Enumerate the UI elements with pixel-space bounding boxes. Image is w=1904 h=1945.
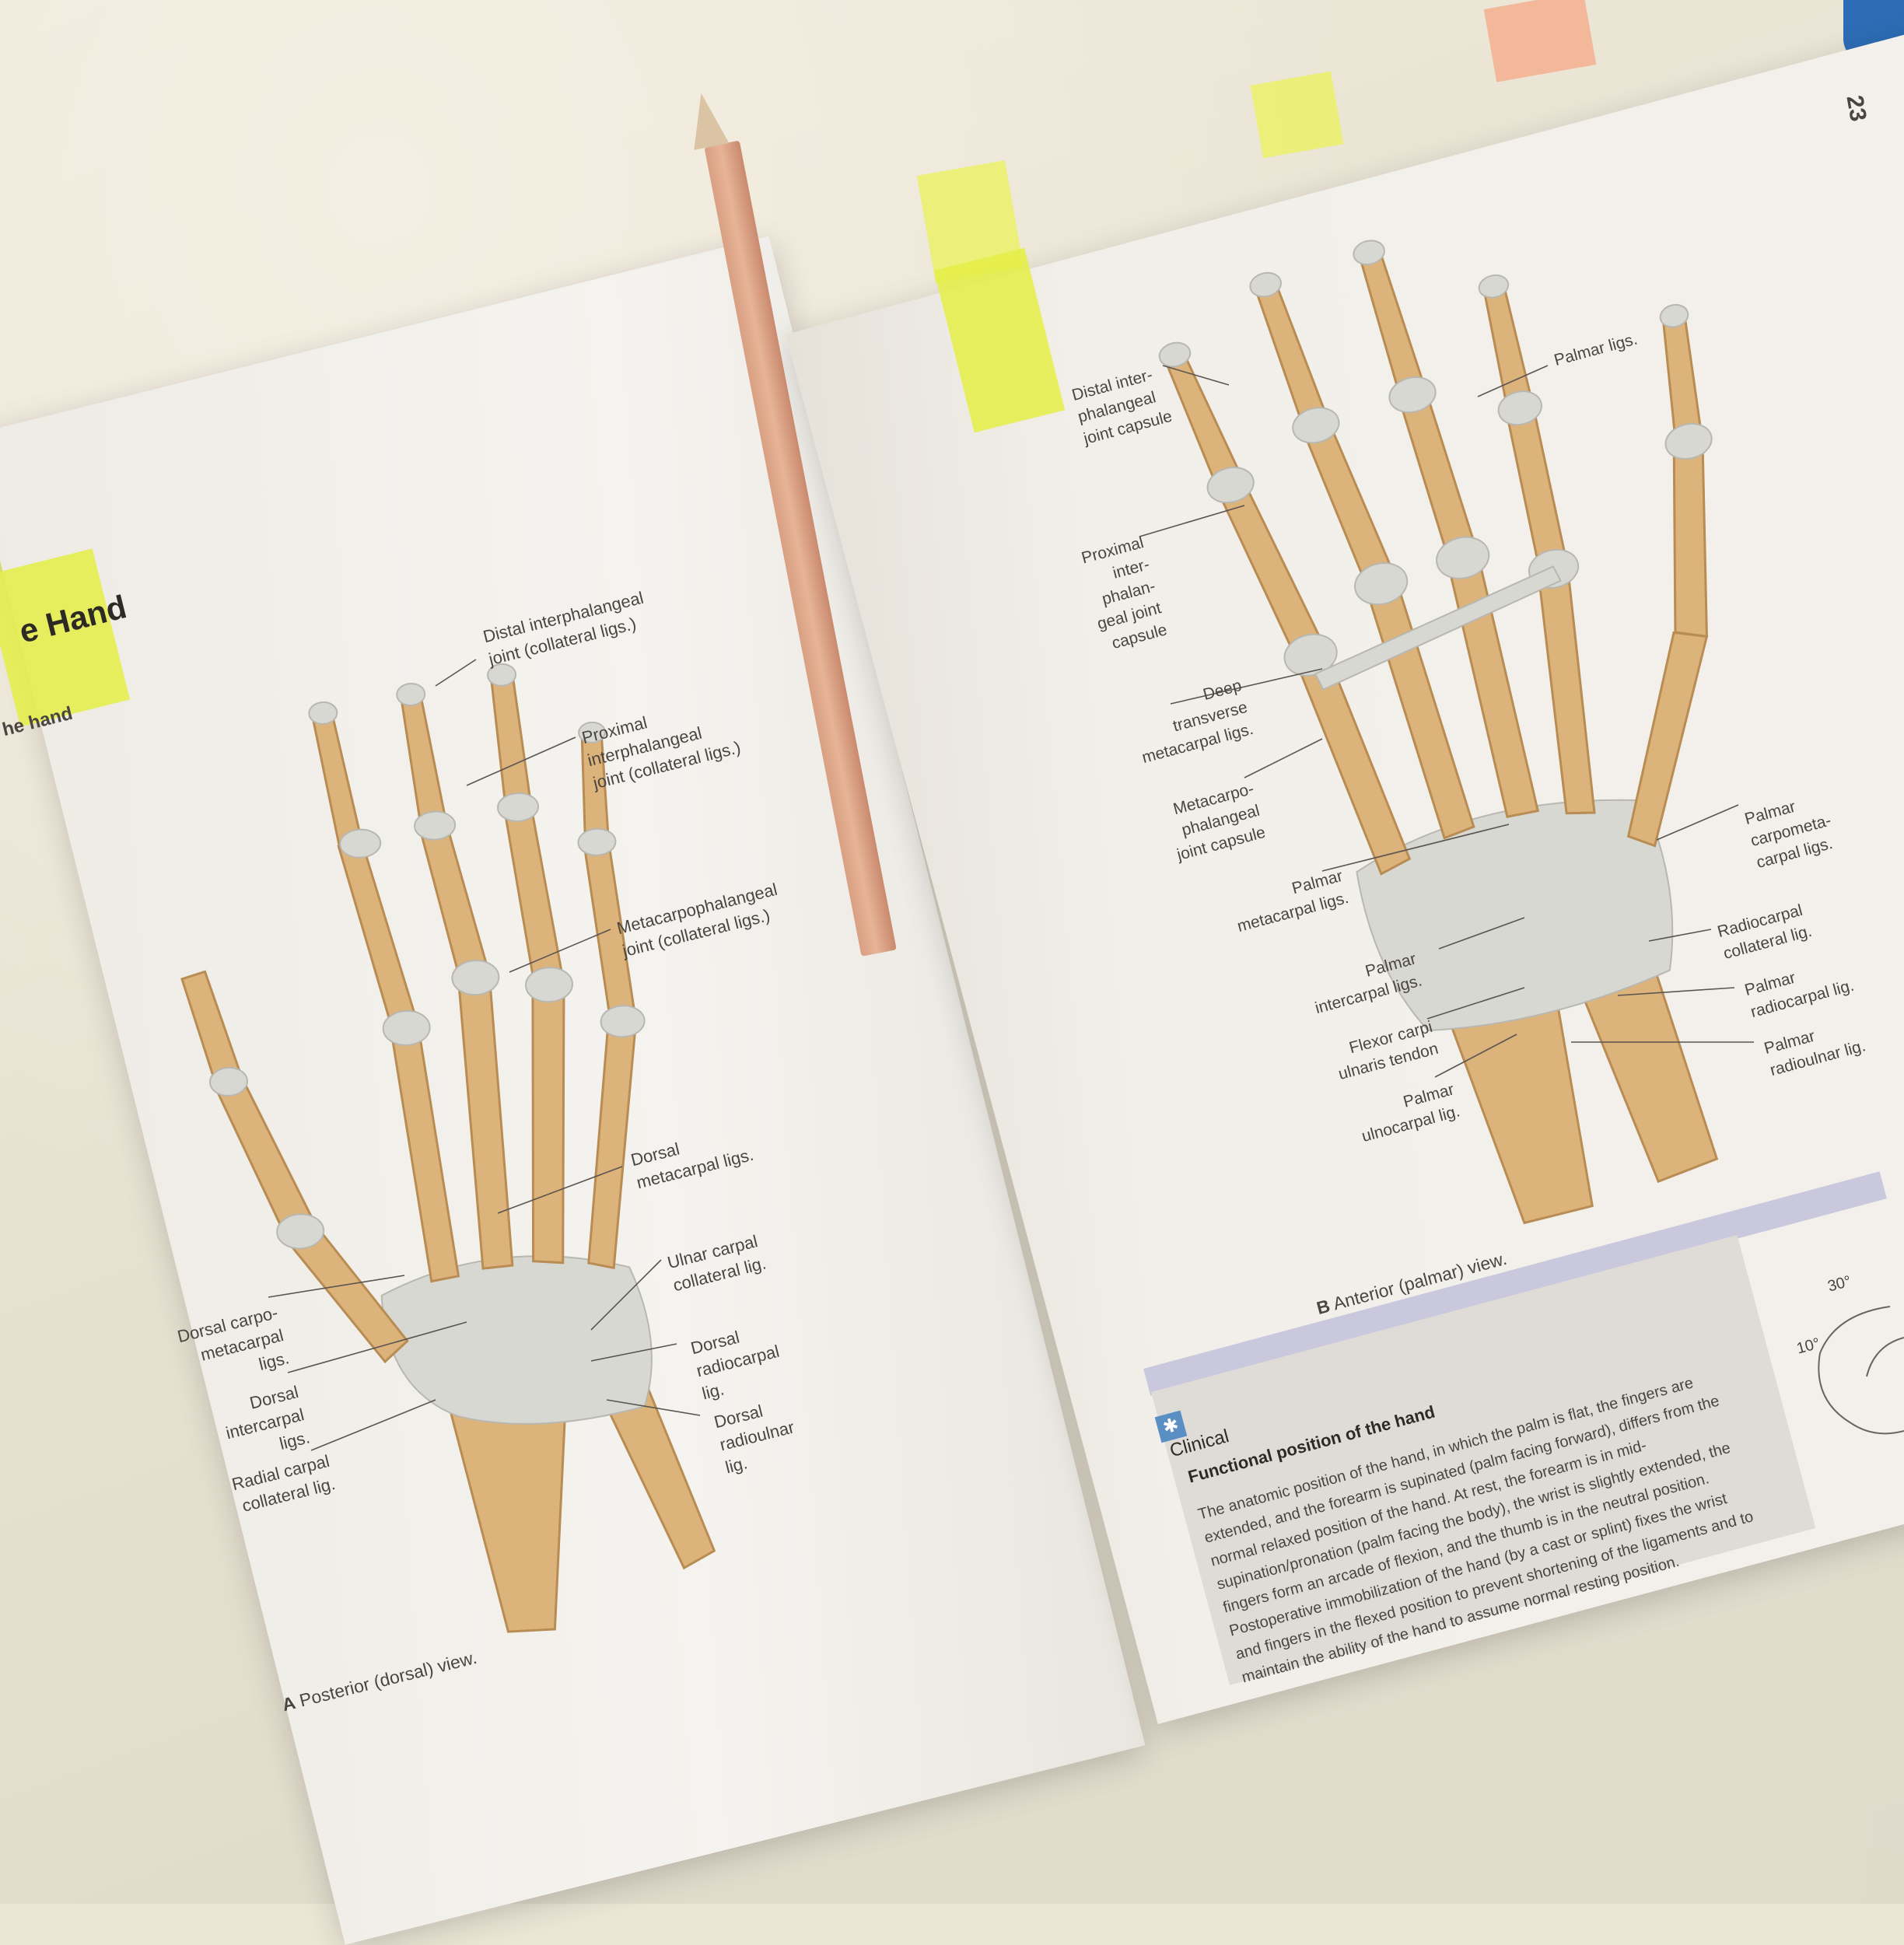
functional-position-sketch — [1818, 1306, 1904, 1435]
right-leader-lines — [1139, 365, 1754, 1078]
posterior-hand-illustration — [180, 663, 716, 1633]
anterior-hand-illustration — [1158, 240, 1719, 1225]
left-leader-lines — [268, 659, 701, 1451]
